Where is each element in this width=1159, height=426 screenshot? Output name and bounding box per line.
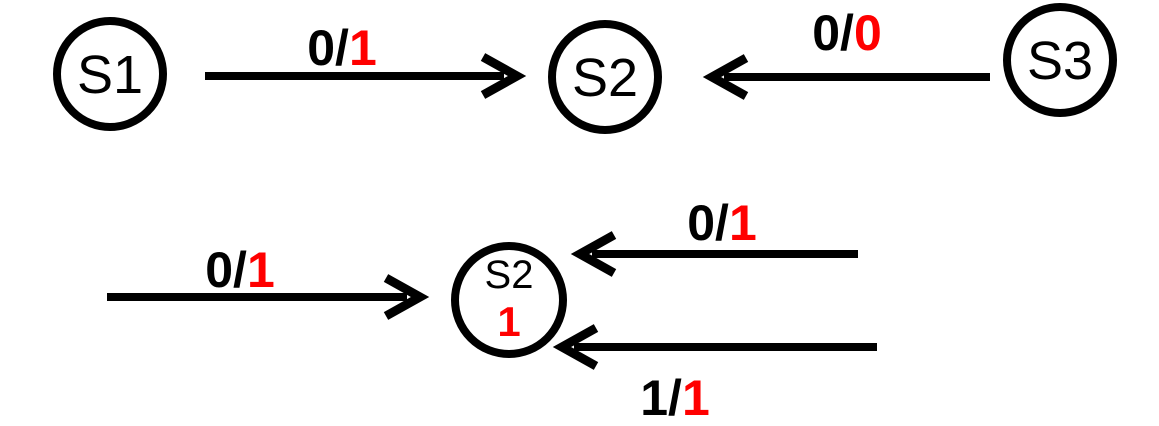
transition-s3-to-s2: 0/0 [702,5,990,100]
arrow-head-left-icon [702,54,749,100]
transition-input: 0/ [687,195,729,251]
state-s2-top-circle [548,20,662,134]
transition-output: 0 [854,5,882,61]
arrow-head-right-icon [480,53,527,99]
transition-label: 0/0 [812,5,882,61]
transition-output: 1 [349,20,377,76]
transition-into-s2-left: 0/1 [107,242,430,320]
state-s2-top-label: S2 [572,48,638,108]
state-s2-top: S2 [548,20,662,134]
transition-label: 1/1 [640,370,710,426]
arrow-head-left-icon [570,231,617,277]
transition-label: 0/1 [307,20,377,76]
state-s2-bottom-output: 1 [497,298,520,345]
transition-input: 0/ [307,20,349,76]
state-s3-label: S3 [1027,31,1093,91]
arrow-head-right-icon [383,274,430,320]
transition-input: 0/ [205,242,247,298]
arrow-head-left-icon [552,324,599,370]
transition-label: 0/1 [687,195,757,251]
state-s3: S3 [1003,3,1117,117]
state-s2-bottom-label: S2 [485,253,534,297]
transition-output: 1 [682,370,710,426]
state-s1-label: S1 [77,45,143,105]
transition-into-s2-bottom-right: 1/1 [552,324,877,426]
transition-s1-to-s2: 0/1 [205,20,527,99]
state-s1: S1 [53,17,167,131]
transition-into-s2-top-right: 0/1 [570,195,858,277]
state-s3-circle [1003,3,1117,117]
transition-label: 0/1 [205,242,275,298]
transition-input: 1/ [640,370,682,426]
transition-output: 1 [247,242,275,298]
state-s2-bottom: S2 1 [451,242,567,358]
state-s1-circle [53,17,167,131]
state-s2-bottom-circle [451,242,567,358]
transition-input: 0/ [812,5,854,61]
transition-output: 1 [729,195,757,251]
